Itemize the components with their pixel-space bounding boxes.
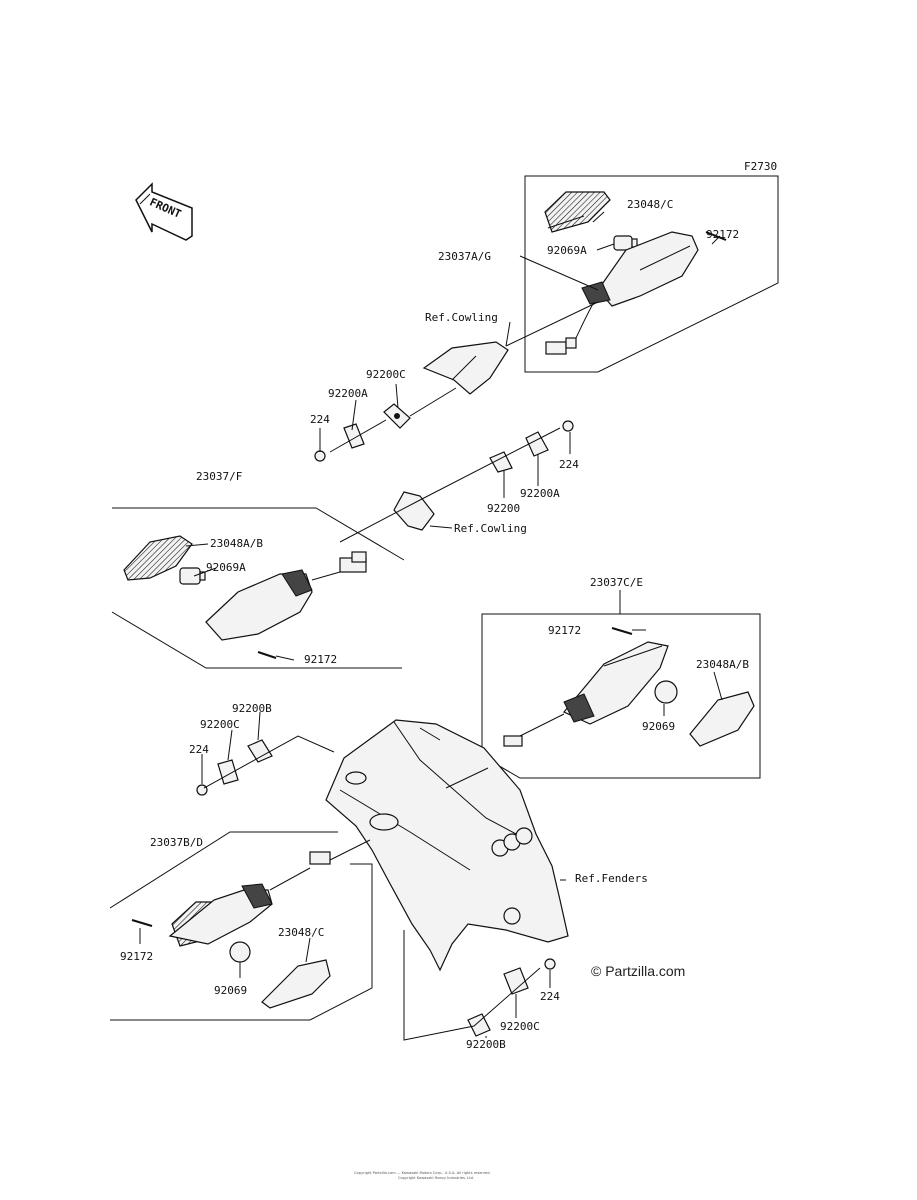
label-92200B-lower: 92200B: [232, 702, 272, 715]
label-224-lower: 224: [189, 743, 209, 756]
lens-23048A-B-left: [123, 535, 193, 581]
label-92172-top: 92172: [706, 228, 739, 241]
grommet-92200B-bottom: [467, 1013, 491, 1037]
cowling-bracket-mid: [393, 491, 435, 531]
turn-signal-housing-left: [205, 551, 367, 641]
assembly-23037F-box: [111, 507, 405, 669]
front-arrow-icon: FRONT: [135, 182, 193, 241]
bulb-92069-right: [654, 680, 678, 704]
footer-line-2: Copyright Kawasaki Heavy Industries, Ltd…: [398, 1176, 474, 1180]
label-92200A-top: 92200A: [328, 387, 368, 400]
label-92172-bottom: 92172: [120, 950, 153, 963]
bolt-224-topleft: [314, 450, 326, 462]
label-92200C-top: 92200C: [366, 368, 406, 381]
grommet-92200C-bottom: [503, 967, 529, 995]
label-224-topleft: 224: [310, 413, 330, 426]
label-92069A-left: 92069A: [206, 561, 246, 574]
assembly-23037A-G-box: [524, 175, 779, 373]
grommet-92200A-top: [343, 423, 365, 449]
screw-92172-bottom: [131, 919, 153, 927]
label-ref-cowling-mid: Ref.Cowling: [454, 522, 527, 535]
label-224-mid: 224: [559, 458, 579, 471]
label-92200C-bottom: 92200C: [500, 1020, 540, 1033]
bulb-92069A-left: [179, 567, 206, 585]
grommet-92200C-lower: [217, 759, 239, 785]
screw-92172-right: [611, 627, 633, 635]
leader-lines: [139, 211, 723, 1038]
grommet-92200A-mid: [525, 431, 549, 457]
grommet-92200B-lower: [247, 739, 273, 763]
label-92069A-top: 92069A: [547, 244, 587, 257]
part-labels: 23048/C 92172 92069A 23037A/G Ref.Cowlin…: [120, 198, 749, 1051]
turn-signal-housing-right: [503, 641, 669, 747]
screw-92172-left: [257, 651, 277, 659]
lens-23048A-B-right: [689, 691, 755, 747]
label-23037B-D: 23037B/D: [150, 836, 203, 849]
label-92200-mid: 92200: [487, 502, 520, 515]
assembly-23037C-E-box: [481, 590, 761, 779]
grommet-92200C-top: [383, 403, 411, 429]
label-224-bottom: 224: [540, 990, 560, 1003]
label-ref-fenders: Ref.Fenders: [575, 872, 648, 885]
label-23037A-G: 23037A/G: [438, 250, 491, 263]
rear-fender: [325, 719, 569, 972]
bolt-224-bottom: [544, 958, 556, 970]
label-92069-bottom: 92069: [214, 984, 247, 997]
label-23037C-E: 23037C/E: [590, 576, 643, 589]
label-92069-right: 92069: [642, 720, 675, 733]
label-92200C-lower: 92200C: [200, 718, 240, 731]
lens-23048C-bottom: [261, 959, 331, 1009]
bolt-224-mid: [562, 420, 574, 432]
bulb-92069-bottom: [229, 941, 251, 963]
turn-signal-housing-bottom: [168, 851, 331, 947]
page-code: F2730: [744, 160, 777, 173]
label-23048C-top: 23048/C: [627, 198, 673, 211]
turn-signal-housing-top: [545, 231, 699, 355]
label-92200B-bottom: 92200B: [466, 1038, 506, 1051]
footer-line-1: Copyright Partzilla.com — Kawasaki Motor…: [354, 1171, 491, 1175]
cowling-bracket-top: [422, 341, 509, 395]
grommet-92200-mid: [489, 451, 513, 473]
label-ref-cowling-top: Ref.Cowling: [425, 311, 498, 324]
label-92200A-mid: 92200A: [520, 487, 560, 500]
lens-23048C-top: [544, 191, 611, 233]
screw-92172-top: [705, 231, 727, 241]
label-92172-right: 92172: [548, 624, 581, 637]
label-23048A-B-left: 23048A/B: [210, 537, 263, 550]
assembly-23037B-D-box: [109, 831, 373, 1021]
label-23048C-bottom: 23048/C: [278, 926, 324, 939]
label-92172-left: 92172: [304, 653, 337, 666]
watermark: © Partzilla.com: [591, 963, 685, 979]
label-23037F: 23037/F: [196, 470, 242, 483]
bolt-224-lower: [196, 784, 208, 796]
label-23048A-B-right: 23048A/B: [696, 658, 749, 671]
